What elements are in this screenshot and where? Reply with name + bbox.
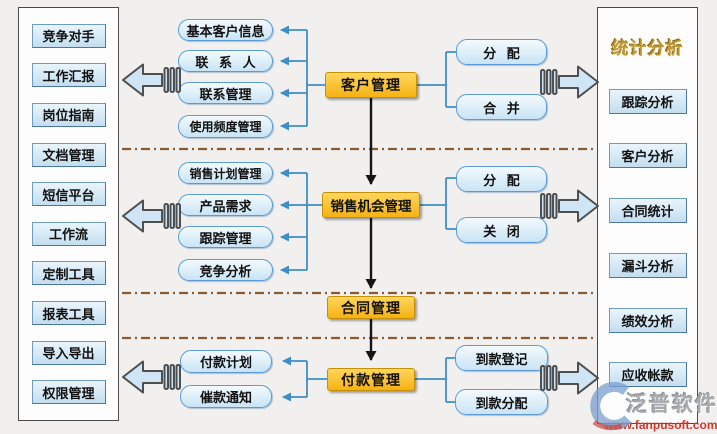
left-panel-item-post-guide: 岗位指南: [31, 102, 106, 127]
payment-left-trunk: [306, 361, 327, 397]
block-arrow-left-2: [122, 199, 181, 233]
stats-item-funnel-analysis: 漏斗分析: [608, 252, 687, 278]
action-sales-assign: 分 配: [456, 166, 547, 192]
watermark-url: www.fanpusoft.com: [604, 418, 717, 432]
sales-right-branch: [417, 177, 456, 230]
block-arrow-left-3: [122, 360, 181, 394]
node-competition-analysis: 竞争分析: [178, 259, 273, 281]
node-contacts: 联 系 人: [178, 50, 273, 72]
node-customer-management: 客户管理: [325, 72, 417, 98]
action-receipt-registration: 到款登记: [455, 345, 548, 371]
action-receipt-allocation: 到款分配: [455, 389, 548, 415]
left-panel-item-import-export: 导入导出: [31, 340, 106, 365]
block-arrow-left-1: [122, 63, 181, 97]
sales-left-trunk: [306, 173, 325, 270]
stats-item-contract-statistics: 合同统计: [608, 198, 687, 224]
block-arrow-right-2: [540, 189, 599, 223]
block-arrow-right-1: [540, 65, 599, 99]
node-usage-frequency-management: 使用频度管理: [178, 115, 273, 138]
node-tracking-management: 跟踪管理: [178, 226, 273, 248]
node-payment-plan: 付款计划: [180, 350, 272, 373]
node-dunning-notice: 催款通知: [180, 385, 272, 408]
fanpu-logo-icon: [590, 382, 632, 431]
watermark: 泛普软件 www.fanpusoft.com: [586, 382, 717, 434]
watermark-text: 泛普软件 www.fanpusoft.com: [604, 388, 717, 432]
node-contract-management: 合同管理: [327, 296, 415, 319]
statistics-panel-title: 统计分析: [611, 39, 684, 58]
action-customer-merge: 合 并: [456, 94, 547, 120]
node-product-demand: 产品需求: [178, 194, 273, 216]
left-panel-item-workflow: 工作流: [31, 221, 106, 246]
stats-item-customer-analysis: 客户分析: [608, 143, 687, 169]
left-panel-item-sms-platform: 短信平台: [31, 182, 106, 207]
customer-left-trunk: [306, 30, 325, 126]
left-panel-item-competitors: 竞争对手: [31, 23, 106, 48]
node-contact-management: 联系管理: [178, 82, 273, 104]
customer-right-branch: [417, 51, 456, 108]
left-panel-item-custom-tools: 定制工具: [31, 261, 106, 286]
statistics-panel-items: 跟踪分析 客户分析 合同统计 漏斗分析 绩效分析 应收帐款: [598, 59, 697, 417]
left-panel-item-permissions: 权限管理: [31, 380, 106, 405]
left-panel-item-work-report: 工作汇报: [31, 63, 106, 88]
node-basic-customer-info: 基本客户信息: [178, 19, 273, 41]
node-sales-opportunity-management: 销售机会管理: [322, 192, 420, 218]
node-sales-plan-management: 销售计划管理: [178, 162, 273, 184]
action-customer-assign: 分 配: [456, 39, 547, 65]
stats-item-performance-analysis: 绩效分析: [608, 307, 687, 333]
statistics-panel: 统计分析 跟踪分析 客户分析 合同统计 漏斗分析 绩效分析 应收帐款: [597, 7, 698, 424]
left-panel-item-doc-mgmt: 文档管理: [31, 142, 106, 167]
action-sales-close: 关 闭: [456, 217, 547, 243]
left-tools-panel: 竞争对手 工作汇报 岗位指南 文档管理 短信平台 工作流 定制工具 报表工具 导…: [18, 7, 119, 421]
left-panel-item-report-tools: 报表工具: [31, 301, 106, 325]
node-payment-management: 付款管理: [327, 368, 415, 391]
block-arrow-right-3: [540, 361, 599, 395]
watermark-brand: 泛普软件: [626, 393, 717, 416]
payment-right-branch: [415, 357, 455, 403]
stats-item-tracking-analysis: 跟踪分析: [608, 88, 687, 114]
